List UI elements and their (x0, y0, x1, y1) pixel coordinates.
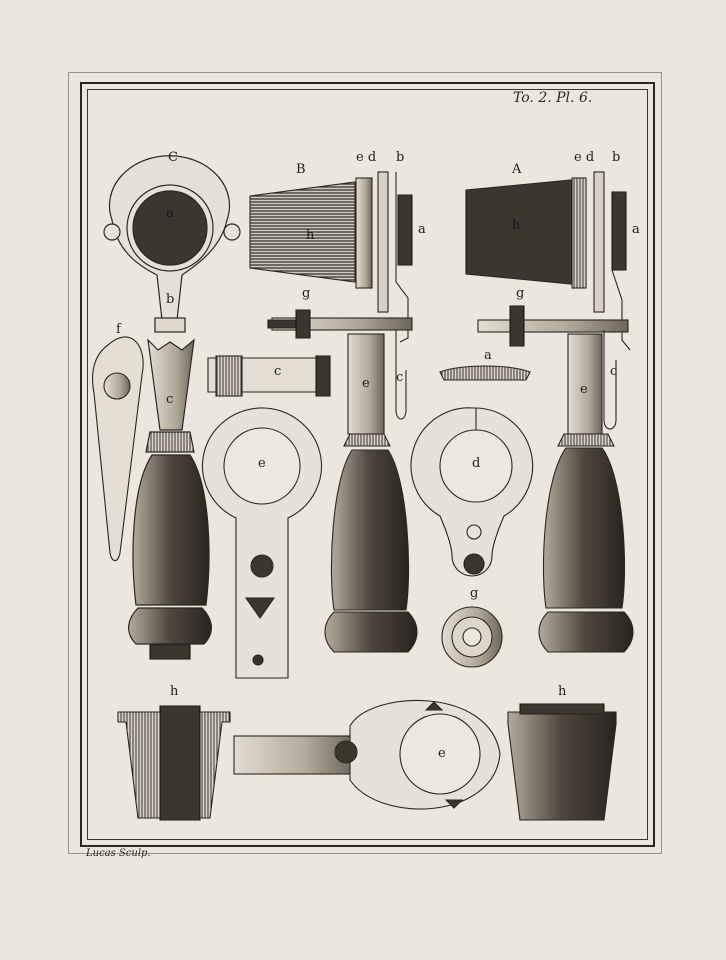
label-e-a-stand: e (580, 382, 588, 397)
figure-b-lens-barrel (249, 171, 413, 420)
label-c-b-spring: c (396, 370, 404, 385)
label-f: f (116, 322, 121, 337)
label-g-a: g (516, 286, 525, 301)
figure-g-rosette (441, 606, 503, 668)
label-a-a: a (632, 222, 640, 237)
figure-a-stand (538, 333, 634, 653)
label-h-left: h (170, 684, 179, 699)
label-e-ring-plate: e (258, 456, 266, 471)
label-b-b: b (396, 150, 405, 165)
engraver-credit: Lucas Sculp. (86, 848, 151, 859)
figure-e-handle (233, 699, 501, 810)
figure-h-right (507, 703, 617, 821)
label-d: d (472, 456, 481, 471)
label-c-clip: c (274, 364, 282, 379)
label-a-b: a (418, 222, 426, 237)
figure-b-stand (324, 333, 418, 653)
plate-inner-frame (87, 89, 648, 840)
label-a-flat: a (484, 348, 492, 363)
figure-c-clip (207, 355, 331, 397)
figure-h-left (117, 705, 231, 821)
label-g-b: g (302, 286, 311, 301)
figure-f-lever (91, 336, 144, 562)
label-ed-b: e d (356, 150, 377, 165)
label-C: C (168, 150, 178, 165)
figure-c-plate (103, 155, 241, 660)
label-B: B (296, 162, 306, 177)
label-b-c-plate: b (166, 292, 175, 307)
figure-e-ring-plate (201, 407, 322, 679)
label-h-right: h (558, 684, 567, 699)
label-ed-a: e d (574, 150, 595, 165)
label-c-a-spring: c (610, 364, 618, 379)
label-c-c-plate: c (166, 392, 174, 407)
figure-a-lens-barrel (465, 171, 631, 430)
label-e-b-stand: e (362, 376, 370, 391)
label-h-b: h (306, 228, 315, 243)
label-e-handle: e (438, 746, 446, 761)
plate-number: To. 2. Pl. 6. (513, 90, 593, 106)
plate-mark (68, 72, 662, 854)
label-A: A (512, 162, 522, 177)
label-g-rosette: g (470, 586, 479, 601)
figure-d-ring (410, 407, 534, 577)
figure-a-flat-piece (439, 365, 531, 381)
label-b-a: b (612, 150, 621, 165)
label-h-a: h (512, 218, 521, 233)
plate-frame (80, 82, 655, 847)
label-a-c-plate: a (166, 206, 174, 221)
